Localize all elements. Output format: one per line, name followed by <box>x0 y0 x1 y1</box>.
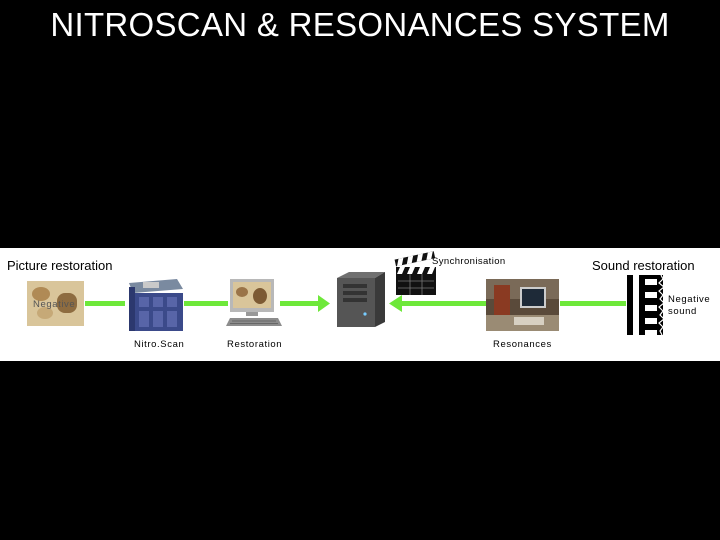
flow-line-scanner-to-restoration <box>184 301 228 306</box>
flow-line-resonances-to-server <box>400 301 486 306</box>
flow-line-negative-to-scanner <box>85 301 125 306</box>
negative-sound-label-line2: sound <box>668 306 697 317</box>
clapperboard-icon <box>394 251 436 295</box>
nitroscan-machine-icon <box>129 279 183 331</box>
negative-sound-label: Negative sound <box>668 294 710 318</box>
restoration-computer-icon <box>226 279 282 326</box>
restoration-label: Restoration <box>227 339 283 350</box>
server-tower-icon <box>337 272 385 327</box>
nitroscan-label: Nitro.Scan <box>134 339 185 350</box>
negative-sound-label-line1: Negative <box>668 294 711 305</box>
negative-film-image <box>27 281 84 326</box>
workflow-diagram: Picture restoration Sound restoration Ne… <box>0 248 720 361</box>
synchronisation-label: Synchronisation <box>432 256 506 267</box>
flow-arrows <box>85 295 626 312</box>
sound-restoration-heading: Sound restoration <box>592 258 695 273</box>
negative-label: Negative <box>33 299 76 310</box>
resonances-workstation-photo <box>486 279 559 331</box>
picture-restoration-heading: Picture restoration <box>7 258 113 273</box>
flow-line-sound-to-resonances <box>560 301 626 306</box>
arrowhead-into-server <box>318 295 330 312</box>
resonances-label: Resonances <box>493 339 552 350</box>
arrowhead-into-server-from-right <box>389 295 402 312</box>
slide-title: NITROSCAN & RESONANCES SYSTEM <box>50 6 670 43</box>
flow-line-restoration-to-server <box>280 301 320 306</box>
negative-sound-strip-icon <box>627 275 665 335</box>
